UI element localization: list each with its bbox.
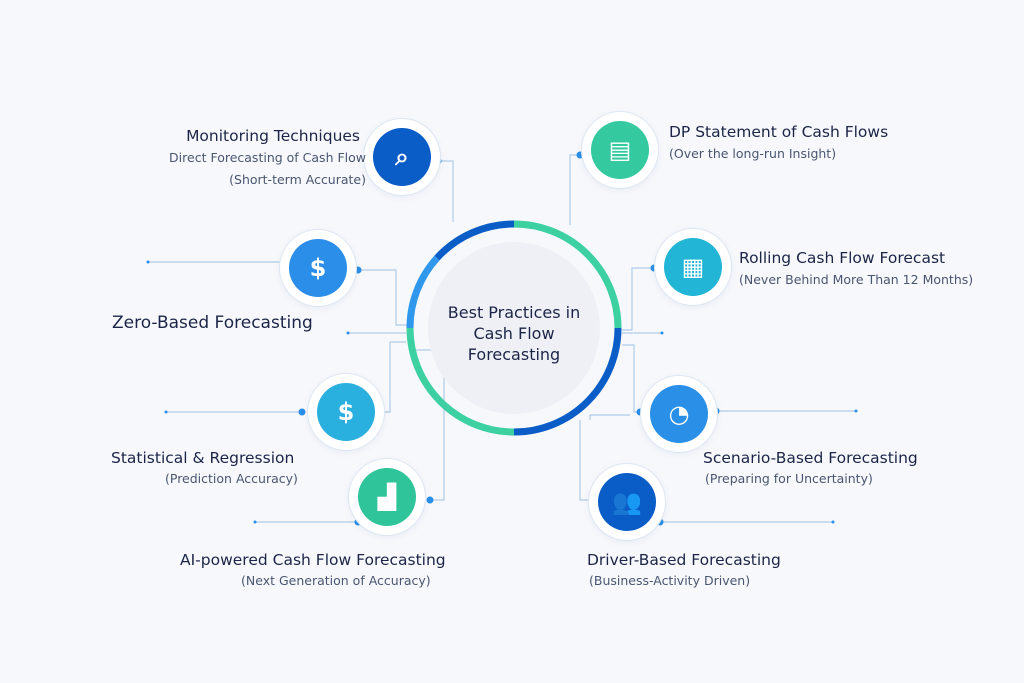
- bar-chart-growth-icon: ▟: [358, 468, 416, 526]
- calendar-icon: ▦: [664, 238, 722, 296]
- people-group-icon: 👥: [598, 473, 656, 531]
- magnifier-user-icon: ⌕: [373, 128, 431, 186]
- ai-title: AI-powered Cash Flow Forecasting: [180, 551, 446, 569]
- driver-subtitle: (Business-Activity Driven): [589, 573, 751, 588]
- monitoring-title: Monitoring Techniques: [186, 127, 360, 145]
- zero-based-node[interactable]: $: [280, 230, 356, 306]
- dp-statement-node[interactable]: ▤: [582, 112, 658, 188]
- driver-node[interactable]: 👥: [589, 464, 665, 540]
- rolling-node[interactable]: ▦: [655, 229, 731, 305]
- center-title-line: Cash Flow: [473, 324, 555, 343]
- dollar-person-icon: $: [317, 383, 375, 441]
- dollar-bag-icon: $: [289, 239, 347, 297]
- statistical-subtitle: (Prediction Accuracy): [165, 471, 298, 486]
- center-title: Best Practices in Cash Flow Forecasting: [424, 302, 604, 365]
- rolling-subtitle: (Never Behind More Than 12 Months): [739, 272, 974, 287]
- clipboard-chart-icon: ▤: [591, 121, 649, 179]
- scenario-title: Scenario-Based Forecasting: [703, 449, 918, 467]
- statistical-title: Statistical & Regression: [111, 449, 295, 467]
- scenario-chart-icon: ◔: [650, 385, 708, 443]
- ai-subtitle: (Next Generation of Accuracy): [241, 573, 431, 588]
- monitoring-subtitle: Direct Forecasting of Cash Flow: [169, 150, 366, 165]
- center-title-line: Forecasting: [467, 345, 561, 364]
- statistical-node[interactable]: $: [308, 374, 384, 450]
- monitoring-note: (Short-term Accurate): [229, 172, 366, 187]
- dp-statement-title: DP Statement of Cash Flows: [669, 123, 889, 141]
- scenario-subtitle: (Preparing for Uncertainty): [705, 471, 873, 486]
- monitoring-node[interactable]: ⌕: [364, 119, 440, 195]
- zero-based-title: Zero-Based Forecasting: [112, 313, 313, 333]
- scenario-node[interactable]: ◔: [641, 376, 717, 452]
- rolling-title: Rolling Cash Flow Forecast: [739, 249, 946, 267]
- center-ring: [406, 220, 622, 436]
- driver-title: Driver-Based Forecasting: [587, 551, 781, 569]
- ai-node[interactable]: ▟: [349, 459, 425, 535]
- dp-statement-subtitle: (Over the long-run Insight): [669, 146, 837, 161]
- center-title-line: Best Practices in: [447, 303, 581, 322]
